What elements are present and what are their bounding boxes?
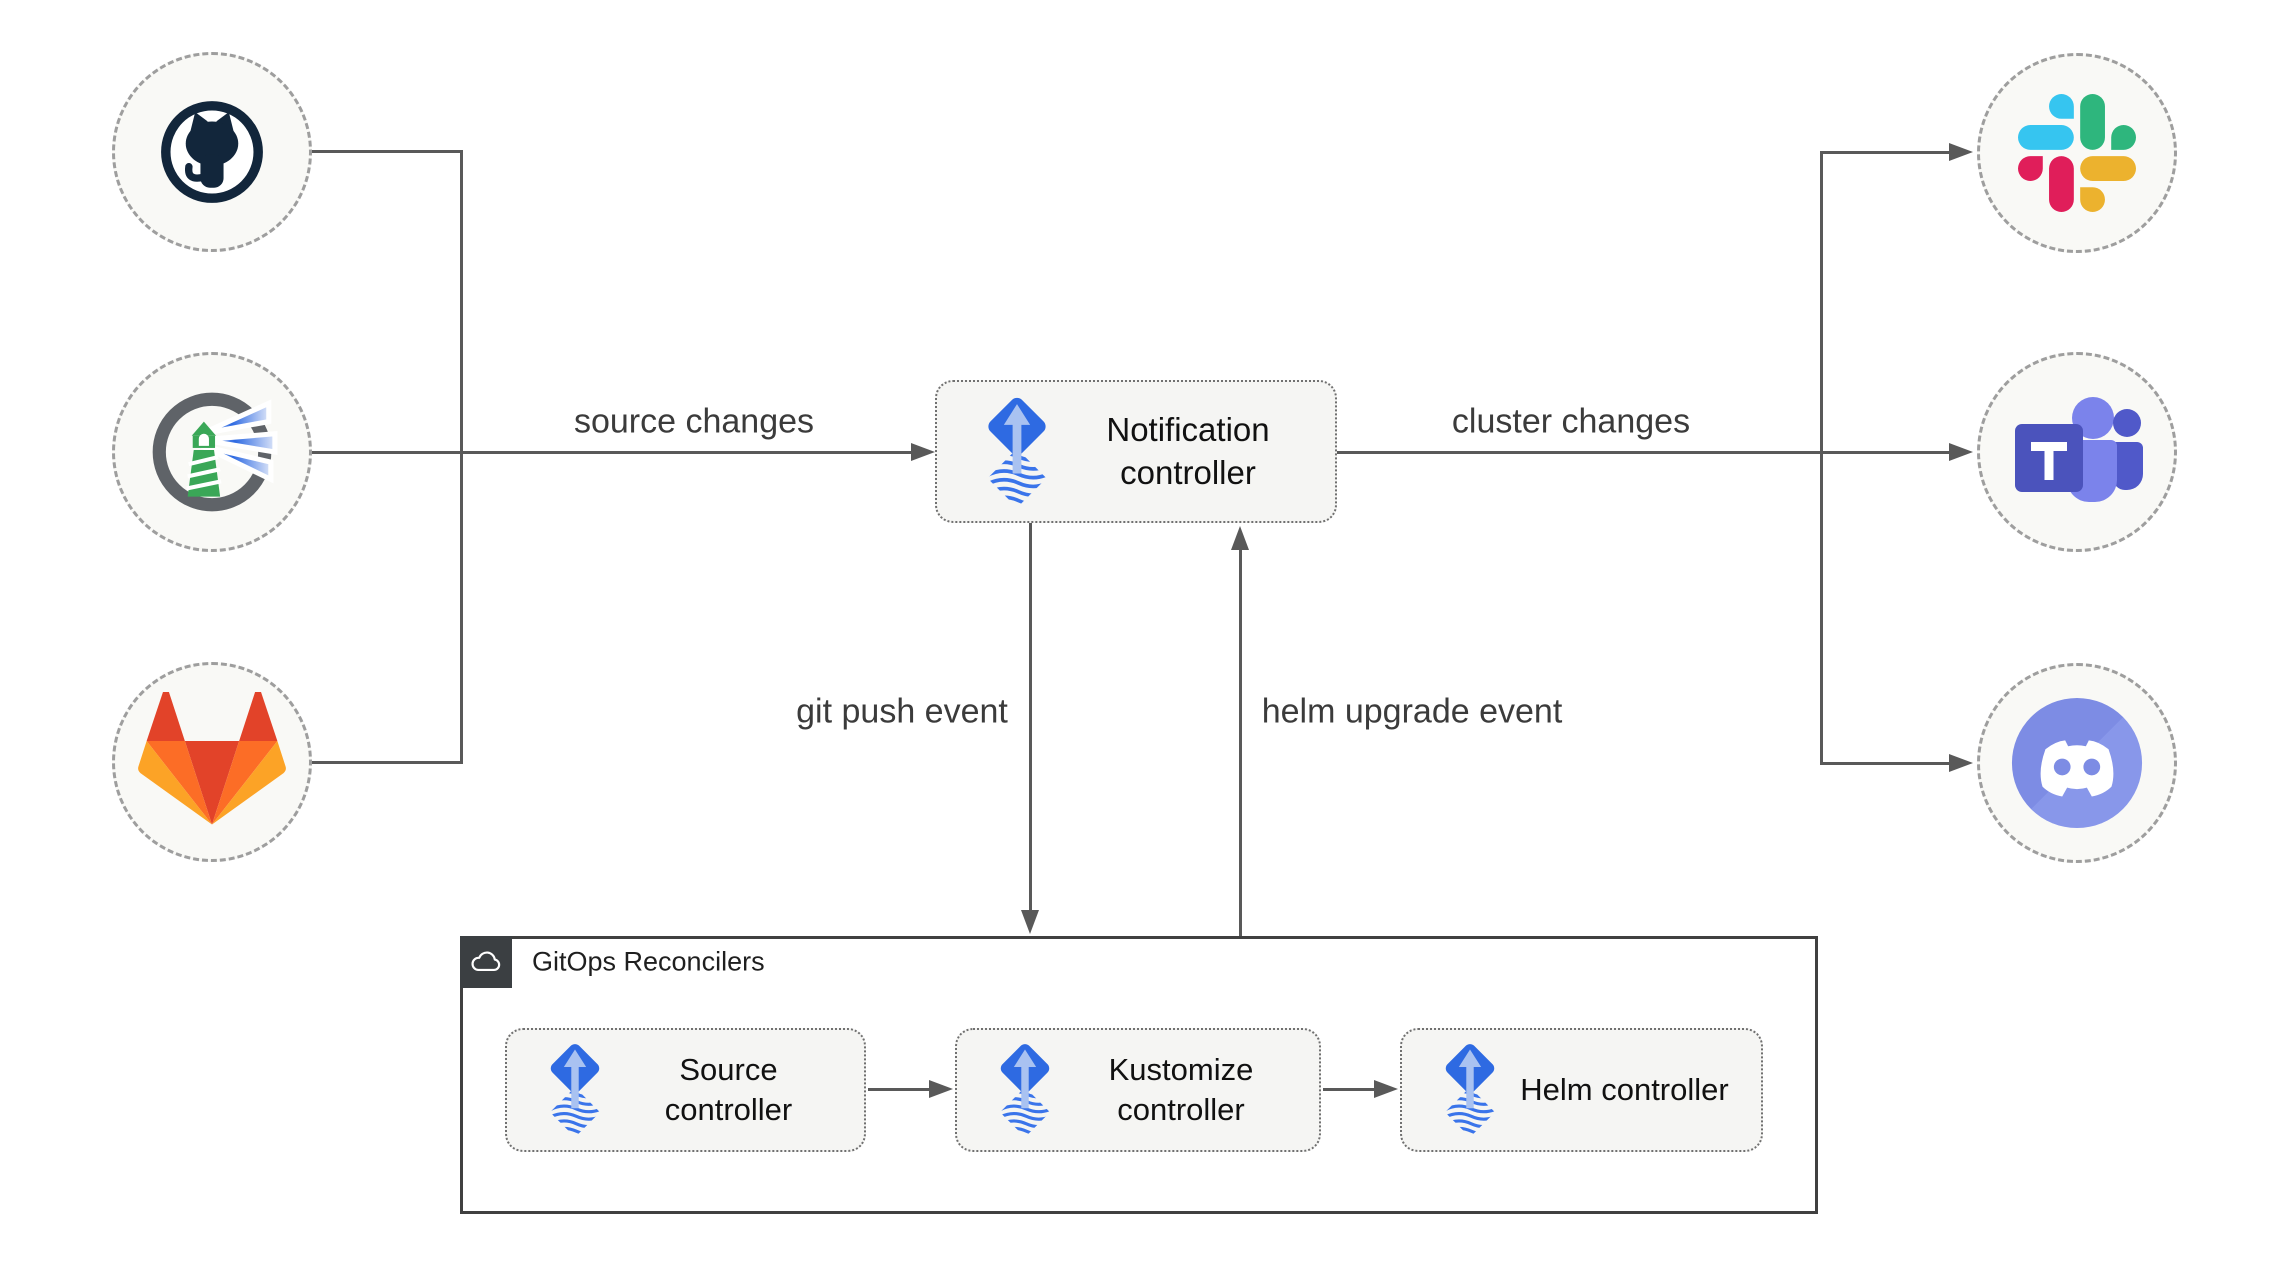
edge-git-push-line xyxy=(1029,523,1032,912)
edge-label-git-push-event: git push event xyxy=(796,692,1008,731)
arrowhead-into-reconcilers xyxy=(1021,910,1039,934)
node-discord[interactable] xyxy=(1977,663,2177,863)
helm-controller-label: Helm controller xyxy=(1520,1072,1729,1108)
arrowhead-into-teams xyxy=(1949,443,1973,461)
flux-icon xyxy=(971,393,1063,511)
edge-label-cluster-changes: cluster changes xyxy=(1451,402,1691,441)
arrowhead-into-discord xyxy=(1949,754,1973,772)
notification-controller-label: Notification controller xyxy=(1106,411,1270,491)
arrowhead-into-slack xyxy=(1949,143,1973,161)
arrowhead-into-kustomize xyxy=(929,1080,953,1098)
edge-source-changes-line xyxy=(312,451,914,454)
node-github[interactable] xyxy=(112,52,312,252)
edge-left-trunk xyxy=(460,150,463,764)
harbor-icon xyxy=(152,392,278,512)
gitops-reconcilers-container[interactable] xyxy=(460,936,1818,1214)
gitlab-icon xyxy=(138,692,286,825)
edge-right-trunk xyxy=(1820,151,1823,765)
node-kustomize-controller[interactable]: Kustomize controller xyxy=(955,1028,1321,1152)
edge-label-helm-upgrade-event: helm upgrade event xyxy=(1261,692,1563,731)
arrowhead-into-notification-bottom xyxy=(1231,526,1249,550)
discord-icon xyxy=(2011,697,2143,829)
edge-github-stub xyxy=(312,150,463,153)
gitops-reconcilers-corner xyxy=(460,936,512,988)
node-gitlab[interactable] xyxy=(112,662,312,862)
edge-discord-line xyxy=(1820,762,1951,765)
flux-icon xyxy=(1430,1040,1510,1140)
edge-source-to-kustomize xyxy=(868,1088,930,1091)
slack-icon xyxy=(2018,94,2136,212)
edge-label-source-changes: source changes xyxy=(573,402,815,441)
cloud-icon xyxy=(471,951,501,972)
node-notification-controller[interactable]: Notification controller xyxy=(935,380,1337,523)
edge-teams-line xyxy=(1820,451,1951,454)
edge-cluster-changes-line xyxy=(1337,451,1823,454)
edge-kustomize-to-helm xyxy=(1323,1088,1376,1091)
node-harbor[interactable] xyxy=(112,352,312,552)
kustomize-controller-label: Kustomize controller xyxy=(1108,1052,1254,1127)
node-source-controller[interactable]: Source controller xyxy=(505,1028,866,1152)
node-slack[interactable] xyxy=(1977,53,2177,253)
teams-icon xyxy=(2015,397,2143,502)
node-helm-controller[interactable]: Helm controller xyxy=(1400,1028,1763,1152)
gitops-reconcilers-title: GitOps Reconcilers xyxy=(532,946,765,977)
github-icon xyxy=(161,101,263,203)
edge-slack-line xyxy=(1820,151,1951,154)
flux-icon xyxy=(985,1040,1065,1140)
source-controller-label: Source controller xyxy=(664,1052,793,1127)
arrowhead-into-helm xyxy=(1374,1080,1398,1098)
edge-gitlab-stub xyxy=(312,761,463,764)
arrowhead-into-notification xyxy=(911,443,935,461)
flux-icon xyxy=(535,1040,615,1140)
edge-helm-upgrade-line xyxy=(1239,549,1242,936)
node-teams[interactable] xyxy=(1977,352,2177,552)
